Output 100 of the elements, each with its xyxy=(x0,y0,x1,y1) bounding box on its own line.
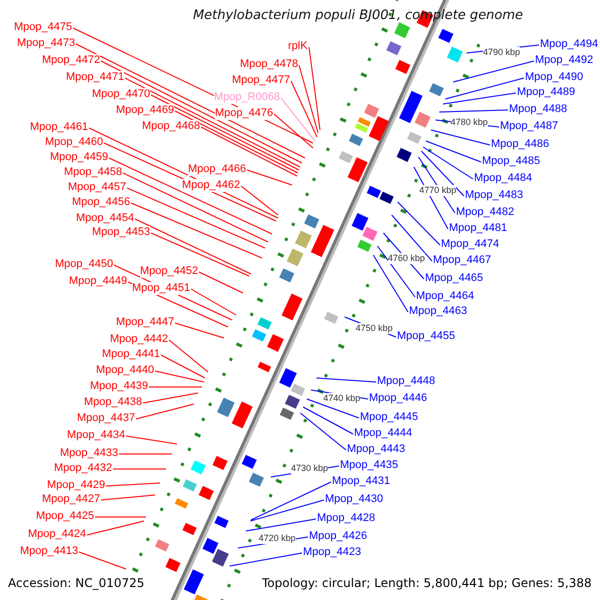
leader-line xyxy=(136,404,194,420)
leader-line xyxy=(430,130,490,146)
leader-line xyxy=(174,322,224,338)
gene-label: Mpop_4489 xyxy=(517,86,576,99)
leader-line xyxy=(78,552,126,570)
gene-label: Mpop_4424 xyxy=(28,528,86,541)
leader-line xyxy=(160,354,206,378)
leader-line xyxy=(300,412,346,450)
gene-label: Mpop_4457 xyxy=(68,181,126,194)
gene-label: Mpop_4452 xyxy=(140,265,198,278)
gene-label: Mpop_4466 xyxy=(188,163,246,176)
leader-line xyxy=(229,552,302,566)
gene-label: Mpop_4444 xyxy=(354,427,412,440)
leader-line xyxy=(306,398,360,418)
gene-label: Mpop_4449 xyxy=(69,275,128,288)
gene-label: Mpop_4474 xyxy=(441,238,500,251)
gene-label: Mpop_4439 xyxy=(90,380,148,393)
gene-label: Mpop_4473 xyxy=(17,37,76,50)
gene-label: Mpop_4494 xyxy=(540,38,598,51)
gene-label: Mpop_4435 xyxy=(340,459,398,472)
gene-label: Mpop_4433 xyxy=(60,447,118,460)
leader-line xyxy=(148,386,202,388)
gene-label: Mpop_4429 xyxy=(47,479,106,492)
leader-line xyxy=(130,202,262,258)
gene-label: Mpop_4485 xyxy=(482,155,540,168)
gene-label: Mpop_4445 xyxy=(360,411,418,424)
leader-line xyxy=(100,494,156,500)
gene-label: Mpop_4484 xyxy=(474,172,532,185)
leader-line xyxy=(106,482,160,486)
gene-label: Mpop_4454 xyxy=(76,212,134,225)
gene-label: Mpop_4455 xyxy=(397,330,456,343)
leader-line xyxy=(452,60,534,82)
footer-text: Topology: circular; Length: 5,800,441 bp; Genes: 5,388 xyxy=(262,576,592,591)
leader-line xyxy=(126,188,266,248)
gene-label: Mpop_R0068 xyxy=(214,91,280,104)
leader-line xyxy=(391,214,432,262)
gene-label: Mpop_4483 xyxy=(465,189,524,202)
gene-label: Mpop_4471 xyxy=(66,71,124,84)
gene-label: Mpop_4478 xyxy=(240,58,298,71)
scale-tick-label: 4750 kbp xyxy=(356,323,393,334)
gene-label: Mpop_4426 xyxy=(309,530,368,543)
leader-line xyxy=(108,158,272,234)
leader-line xyxy=(420,150,464,196)
leader-line xyxy=(134,218,252,274)
leader-line xyxy=(316,378,376,382)
gene-label: Mpop_4427 xyxy=(42,493,100,506)
gene-label: Mpop_4468 xyxy=(142,120,200,133)
leader-line xyxy=(126,436,178,444)
leader-line xyxy=(308,46,320,130)
gene-label: Mpop_4425 xyxy=(36,510,94,523)
gene-label: Mpop_4450 xyxy=(55,258,114,271)
leader-line xyxy=(290,80,318,138)
leader-line xyxy=(245,518,316,532)
gene-label: Mpop_4467 xyxy=(433,254,492,267)
leader-line xyxy=(154,370,204,382)
gene-label: Mpop_4464 xyxy=(416,290,474,303)
leader-line xyxy=(86,520,144,536)
gene-label: Mpop_4469 xyxy=(116,104,174,117)
leader-line xyxy=(280,98,316,142)
gene-label: Mpop_4482 xyxy=(456,206,514,219)
gene-label: Mpop_4487 xyxy=(500,120,558,133)
leader-line xyxy=(122,172,268,242)
leader-line xyxy=(250,482,332,520)
gene-label: Mpop_4440 xyxy=(96,364,154,377)
gene-label: Mpop_4460 xyxy=(45,136,104,149)
gene-label: Mpop_4451 xyxy=(132,282,190,295)
leader-line xyxy=(200,126,298,176)
gene-label: Mpop_4448 xyxy=(377,375,436,388)
gene-label: Mpop_4446 xyxy=(369,392,428,405)
gene-label: Mpop_4447 xyxy=(116,316,174,329)
leader-line xyxy=(76,44,306,158)
gene-label: Mpop_4456 xyxy=(72,196,130,209)
gene-label: Mpop_4458 xyxy=(64,166,122,179)
leader-line xyxy=(246,170,292,186)
gene-label: Mpop_4490 xyxy=(525,71,584,84)
leader-line xyxy=(372,254,408,312)
gene-label: rplK xyxy=(288,40,308,53)
gene-label: Mpop_4470 xyxy=(92,88,150,101)
scale-tick-label: 4790 kbp xyxy=(482,47,520,58)
gene-label: Mpop_4475 xyxy=(14,21,72,34)
leader-line xyxy=(124,78,300,168)
leader-line xyxy=(168,340,208,372)
gene-label: Mpop_4431 xyxy=(332,475,390,488)
leader-line xyxy=(422,146,474,180)
gene-label: Mpop_4443 xyxy=(347,443,406,456)
scale-tick-label: 4780 kbp xyxy=(450,117,488,128)
leader-line xyxy=(442,92,516,104)
gene-label: Mpop_4462 xyxy=(182,179,240,192)
leader-line xyxy=(190,288,236,316)
scale-tick-label: 4730 kbp xyxy=(290,463,328,474)
leader-line xyxy=(198,272,244,294)
leader-line xyxy=(444,78,524,100)
gene-label: Mpop_4423 xyxy=(303,546,362,559)
footer-text: Accession: NC_010725 xyxy=(8,576,144,591)
leader-line xyxy=(302,406,354,434)
gene-label: Mpop_4477 xyxy=(232,74,290,87)
gene-label: Mpop_4430 xyxy=(325,493,384,506)
leader-line xyxy=(274,114,314,148)
scale-tick-label: 4770 kbp xyxy=(419,185,456,196)
gene-label: Mpop_4465 xyxy=(425,272,484,285)
